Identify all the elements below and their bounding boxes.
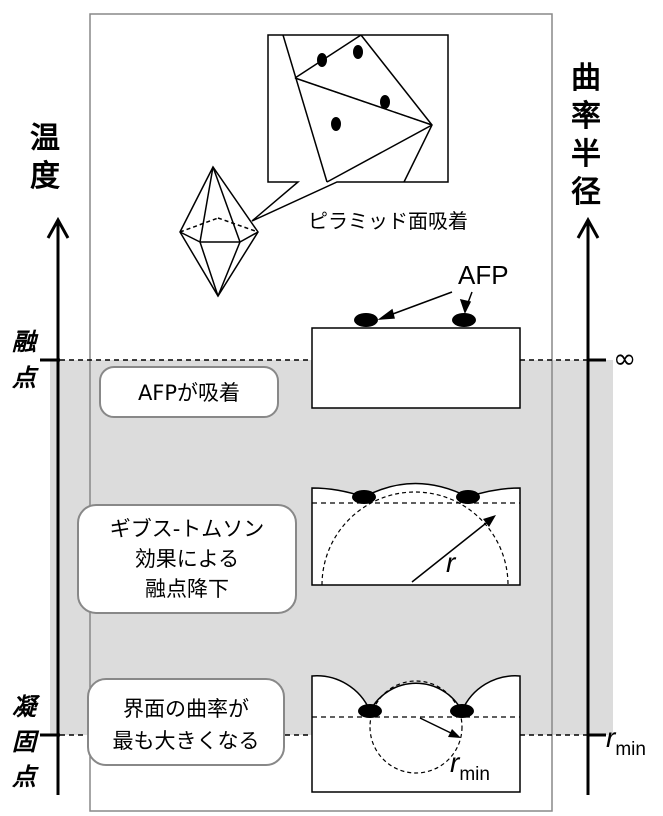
min-radius-label: rmin <box>450 747 490 785</box>
afp-adsorbs-box <box>99 366 279 418</box>
afp-pointer-arrows <box>377 291 473 320</box>
temperature-axis-title-char-1: 温 <box>30 121 60 156</box>
min-radius-arrowhead <box>448 729 461 738</box>
afp-molecule <box>450 704 474 718</box>
max-curvature-line-2: 最も大きくなる <box>113 729 260 753</box>
afp-molecule <box>456 490 480 504</box>
min-radius-arrow <box>419 717 456 736</box>
infinity-label: ∞ <box>613 342 636 375</box>
solidification-point-label-char-2: 固 <box>12 728 40 756</box>
max-curvature-ice-surface <box>311 675 521 793</box>
gibbs-thomson-line-2: 効果による <box>135 547 239 571</box>
radius-axis-title-char-4: 径 <box>571 175 601 210</box>
gibbs-thomson-line-1: ギブス-トムソン <box>110 517 265 541</box>
radius-axis-title-char-1: 曲 <box>571 61 601 96</box>
afp-dot <box>380 95 390 109</box>
solidification-point-label-char-3: 点 <box>11 763 39 791</box>
afp-dot <box>331 117 341 131</box>
afp-molecule <box>358 704 382 718</box>
curvature-circle <box>321 491 509 586</box>
solidification-point-label-char-1: 凝 <box>12 693 41 721</box>
bipyramid-crystal <box>179 165 259 298</box>
frame-border <box>89 13 553 812</box>
curvature-radius-axis <box>576 216 600 795</box>
radius-label: r <box>446 547 457 578</box>
afp-label: AFP <box>458 260 509 290</box>
afp-dot <box>353 45 363 59</box>
radius-axis-title-char-2: 率 <box>571 99 601 134</box>
afp-molecule <box>452 313 476 327</box>
curved-ice-surface <box>311 482 521 586</box>
r-min-axis-label: rmin <box>606 722 646 760</box>
gibbs-thomson-line-3: 融点降下 <box>145 577 229 601</box>
afp-dot <box>317 53 327 67</box>
radius-arrow <box>411 519 491 583</box>
temperature-axis <box>46 216 70 795</box>
afp-molecule <box>354 313 378 327</box>
max-curvature-line-1: 界面の曲率が <box>123 697 249 721</box>
gibbs-thomson-box <box>77 504 297 614</box>
pyramid-adsorption-label: ピラミッド面吸着 <box>308 209 468 233</box>
afp-adsorbs-text: AFPが吸着 <box>138 381 240 405</box>
flat-ice-surface <box>311 327 521 409</box>
callout-dashed-edge <box>294 77 433 126</box>
melting-point-label-char-2: 点 <box>11 364 39 392</box>
temperature-axis-title-char-2: 度 <box>30 159 60 194</box>
radius-axis-title-char-3: 半 <box>571 137 601 172</box>
afp-molecule <box>352 490 376 504</box>
min-curvature-circle <box>369 680 463 774</box>
radius-arrowhead <box>483 515 496 527</box>
melting-point-label-char-1: 融 <box>12 328 39 356</box>
max-curvature-box <box>87 678 285 766</box>
pyramid-face-callout <box>251 34 449 222</box>
